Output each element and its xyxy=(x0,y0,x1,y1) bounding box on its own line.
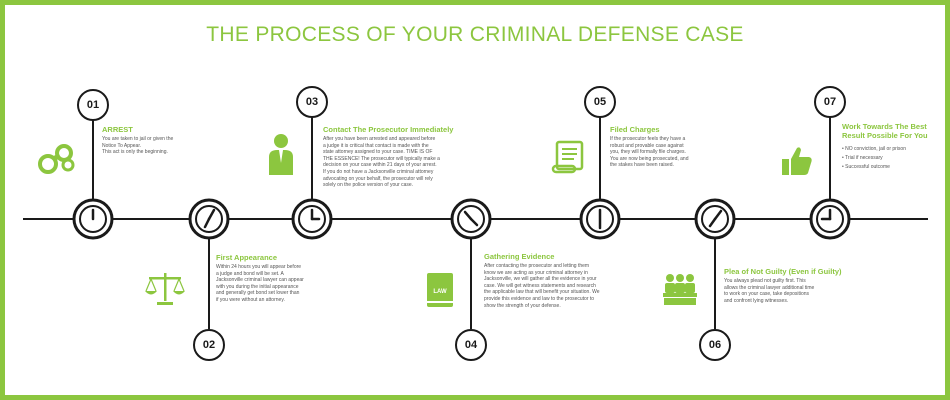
step-03-number: 03 xyxy=(296,86,328,118)
step-01-number: 01 xyxy=(77,89,109,121)
step-01-connector xyxy=(92,120,94,200)
step-07-connector xyxy=(829,117,831,200)
prosecutor-icon xyxy=(267,133,295,182)
svg-text:LAW: LAW xyxy=(433,289,447,295)
step-05-description: If the prosecutor feels they have a robu… xyxy=(610,136,689,169)
step-03-description: After you have been arrested and appeare… xyxy=(323,136,440,189)
step-06-description: You always plead not guilty first. This … xyxy=(724,278,815,304)
step-01-clock-icon xyxy=(72,198,114,240)
step-04-clock-icon xyxy=(450,198,492,240)
step-04-title: Gathering Evidence xyxy=(484,252,555,261)
step-05-title: Filed Charges xyxy=(610,125,660,134)
step-07-clock-icon xyxy=(809,198,851,240)
scales-icon xyxy=(143,270,187,313)
step-04-number: 04 xyxy=(455,329,487,361)
step-05-connector xyxy=(599,117,601,200)
page-title: THE PROCESS OF YOUR CRIMINAL DEFENSE CAS… xyxy=(206,23,744,46)
step-02-title: First Appearance xyxy=(216,253,277,262)
step-03-clock-icon xyxy=(291,198,333,240)
step-01-title: ARREST xyxy=(102,125,133,134)
step-07-description: • NO conviction, jail or prison • Trial … xyxy=(842,146,906,170)
step-03-connector xyxy=(311,117,313,200)
step-07-number: 07 xyxy=(814,86,846,118)
law-book-icon: LAW xyxy=(425,271,455,314)
thumbs-up-icon xyxy=(780,145,814,182)
scroll-icon xyxy=(550,139,586,180)
step-06-number: 06 xyxy=(699,329,731,361)
step-01-description: You are taken to jail or given the Notic… xyxy=(102,136,174,156)
step-02-connector xyxy=(208,237,210,329)
step-05-number: 05 xyxy=(584,86,616,118)
step-02-number: 02 xyxy=(193,329,225,361)
step-04-description: After contacting the prosecutor and lett… xyxy=(484,263,600,309)
step-02-clock-icon xyxy=(188,198,230,240)
step-06-title: Plea of Not Guilty (Even if Guilty) xyxy=(724,267,842,276)
step-03-title: Contact The Prosecutor Immediately xyxy=(323,125,454,134)
step-07-title: Work Towards The Best Result Possible Fo… xyxy=(842,122,928,140)
step-06-connector xyxy=(714,237,716,329)
handcuffs-icon xyxy=(37,143,77,180)
jury-icon xyxy=(662,273,698,312)
step-05-clock-icon xyxy=(579,198,621,240)
step-02-description: Within 24 hours you will appear before a… xyxy=(216,264,304,303)
step-06-clock-icon xyxy=(694,198,736,240)
step-04-connector xyxy=(470,237,472,329)
